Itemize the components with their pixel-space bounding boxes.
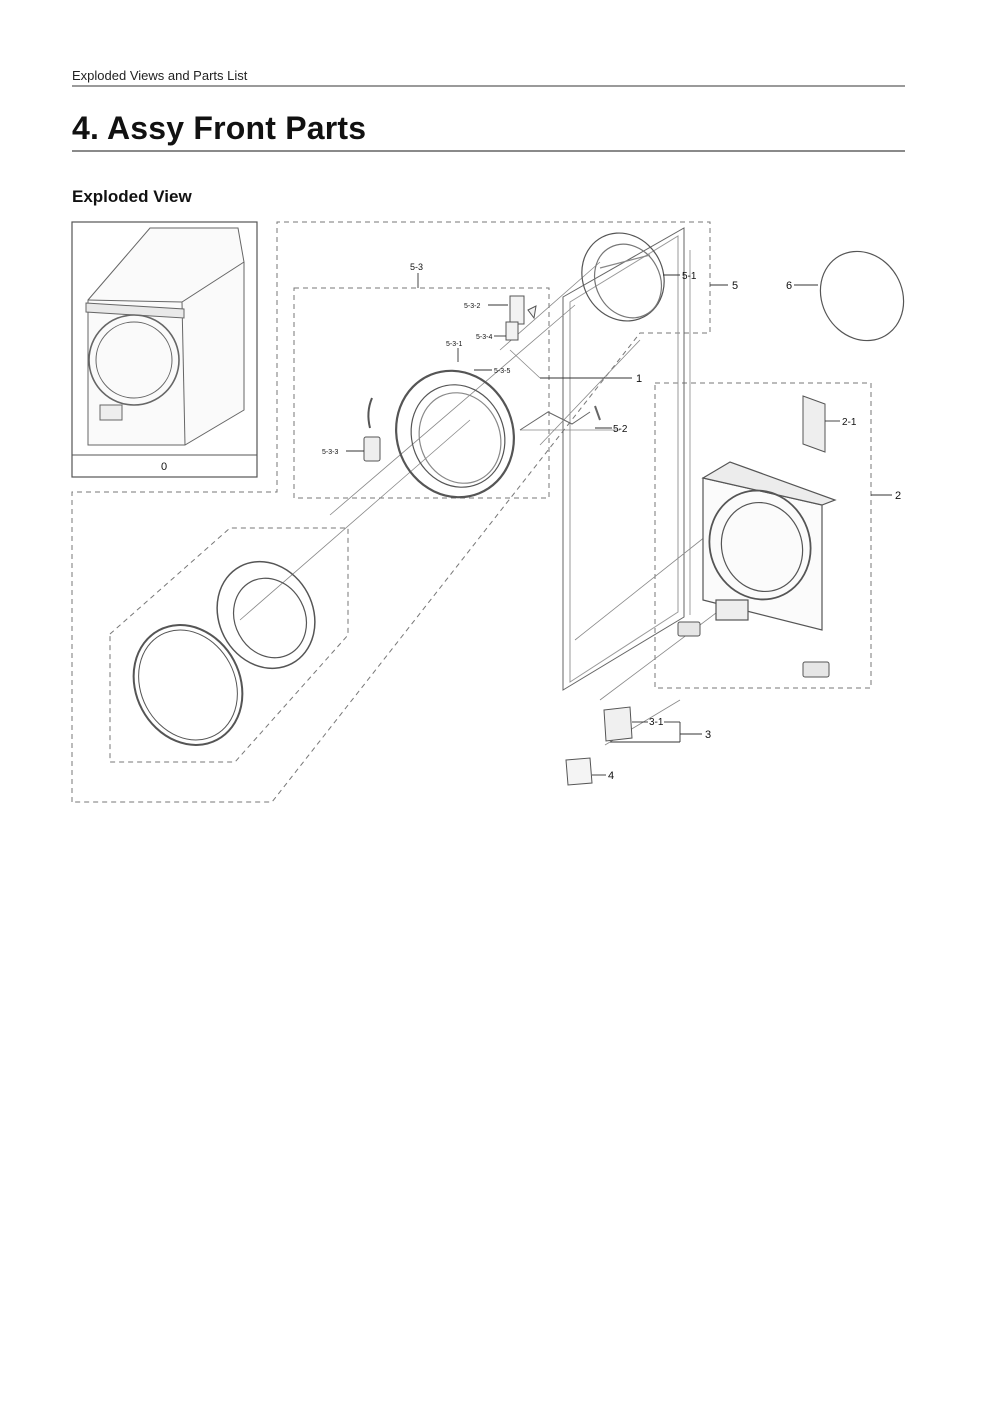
part-label-5-2: 5-2 — [613, 424, 628, 435]
assembly-5-dashed-outline — [71, 221, 711, 803]
subassembly-5-3-dashed-box — [293, 287, 550, 499]
small-bracket-parts — [677, 621, 830, 678]
section-title: 4. Assy Front Parts — [72, 110, 367, 146]
part-label-5-3-2: 5-3-2 — [464, 303, 480, 310]
part-label-0: 0 — [161, 461, 167, 473]
part-label-5-3-4: 5-3-4 — [476, 334, 492, 341]
part-label-6: 6 — [786, 280, 792, 292]
part-label-3-1: 3-1 — [649, 717, 664, 728]
part-label-2-1: 2-1 — [842, 417, 857, 428]
door-ring-part — [581, 232, 665, 322]
header-rule — [72, 85, 905, 87]
overview-box: 0 — [71, 221, 258, 478]
ring-part-6 — [819, 250, 905, 342]
handle-part-5-3-3 — [363, 397, 381, 462]
assembly-lines — [239, 250, 761, 746]
part-label-4: 4 — [608, 770, 614, 782]
part-label-5-3-3: 5-3-3 — [322, 449, 338, 456]
door-glass-parts — [132, 560, 316, 746]
front-frame-sheet — [562, 227, 685, 691]
leader-lines — [346, 273, 892, 776]
hinge-parts-5-3-2 — [505, 295, 537, 341]
part-label-5-1: 5-1 — [682, 271, 697, 282]
running-header: Exploded Views and Parts List — [72, 68, 248, 83]
part-label-5: 5 — [732, 280, 738, 292]
hinge-bracket-2-1 — [802, 395, 826, 453]
part-label-2: 2 — [895, 490, 901, 502]
door-frame-part — [395, 369, 515, 499]
part-label-5-3-5: 5-3-5 — [494, 368, 510, 375]
part-label-5-3-1: 5-3-1 — [446, 341, 462, 348]
subsection-title: Exploded View — [72, 187, 192, 206]
assembly-2-dashed-box — [654, 382, 872, 689]
part-label-3: 3 — [705, 729, 711, 741]
part-label-1: 1 — [636, 373, 642, 385]
dryer-overview-illustration — [85, 227, 245, 446]
hose-part-5-2 — [519, 405, 601, 431]
part-label-5-3: 5-3 — [410, 262, 423, 272]
cover-part-3-1 — [603, 706, 633, 742]
cover-part-4 — [565, 757, 593, 786]
front-panel-part — [701, 461, 837, 631]
title-rule — [72, 150, 905, 152]
